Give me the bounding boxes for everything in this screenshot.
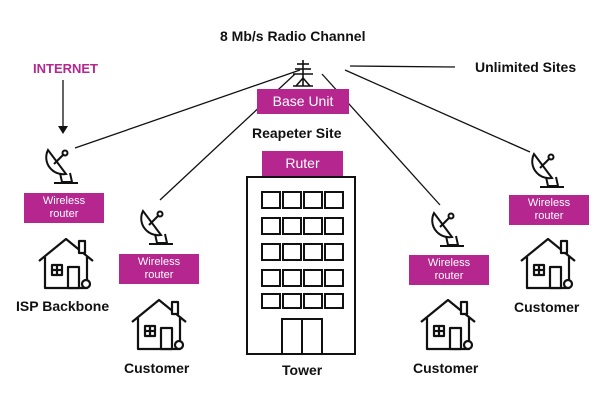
customer-label: Customer: [514, 299, 580, 315]
base-unit-label: Base Unit: [272, 93, 334, 109]
tower-router-label: Ruter: [285, 155, 320, 171]
customer-label: Customer: [124, 360, 190, 376]
satellite-dish-icon: [531, 152, 564, 188]
wireless-router-box-1: Wireless router: [24, 193, 104, 223]
radio-channel-title: 8 Mb/s Radio Channel: [220, 28, 366, 44]
customer-label: Customer: [413, 360, 479, 376]
base-unit-box: Base Unit: [257, 89, 349, 114]
house-icon: [38, 237, 94, 290]
house-icon: [520, 237, 576, 290]
wireless-router-label: Wireless router: [137, 256, 181, 281]
wireless-router-label: Wireless router: [42, 195, 86, 220]
house-icon: [420, 298, 476, 351]
satellite-dish-icon: [140, 209, 173, 245]
wireless-router-label: Wireless router: [427, 257, 471, 282]
unlimited-sites-label: Unlimited Sites: [475, 59, 577, 75]
satellite-dish-icon: [431, 211, 464, 247]
wireless-router-box-4: Wireless router: [509, 195, 589, 225]
wireless-router-box-3: Wireless router: [409, 255, 489, 285]
isp-backbone-label: ISP Backbone: [16, 298, 110, 314]
wireless-router-label: Wireless router: [527, 197, 571, 222]
tower-building-icon: [246, 176, 356, 355]
satellite-dish-icon: [45, 148, 78, 184]
antenna-icon: [293, 60, 313, 87]
tower-router-box: Ruter: [262, 151, 343, 176]
repeater-site-label: Reapeter Site: [252, 125, 342, 141]
internet-label: INTERNET: [33, 61, 98, 76]
tower-label: Tower: [282, 362, 323, 378]
wireless-router-box-2: Wireless router: [119, 254, 199, 284]
house-icon: [131, 298, 187, 351]
